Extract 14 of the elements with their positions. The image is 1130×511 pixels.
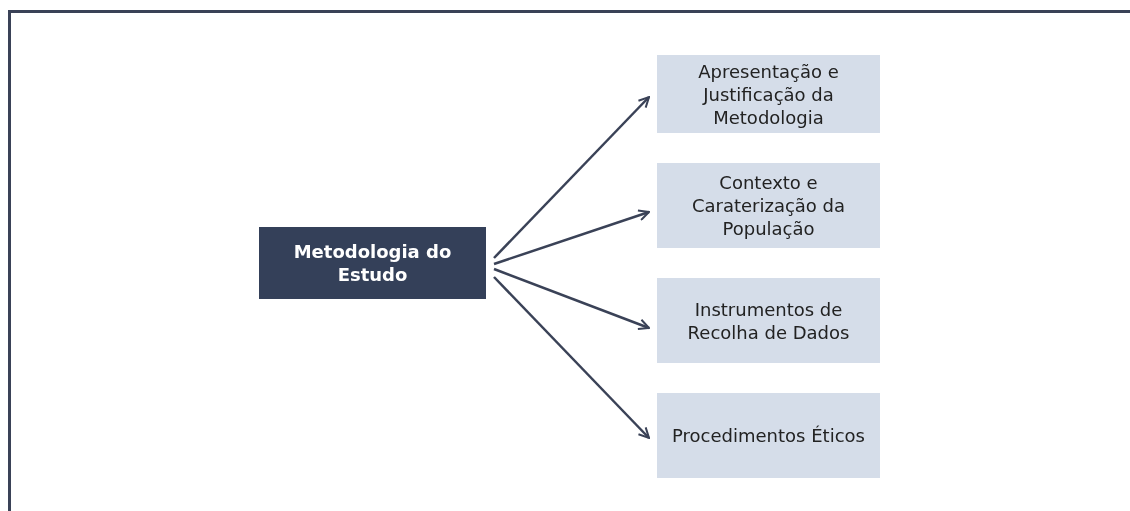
arrow	[493, 209, 650, 266]
arrow	[493, 96, 650, 259]
node-label: Contexto e Caraterização da População	[690, 171, 847, 240]
node-label: Procedimentos Éticos	[672, 424, 865, 447]
node-label: Instrumentos de Recolha de Dados	[686, 297, 851, 344]
subtopic-box	[657, 393, 880, 478]
node-label: Metodologia do Estudo	[292, 240, 453, 286]
node-label: Apresentação e Justificação da Metodologia	[697, 59, 840, 129]
subtopic-box	[657, 278, 880, 363]
arrow	[493, 276, 650, 439]
topic-box	[259, 227, 486, 299]
arrow	[493, 267, 650, 331]
subtopic-box	[657, 55, 880, 133]
subtopic-box	[657, 163, 880, 248]
